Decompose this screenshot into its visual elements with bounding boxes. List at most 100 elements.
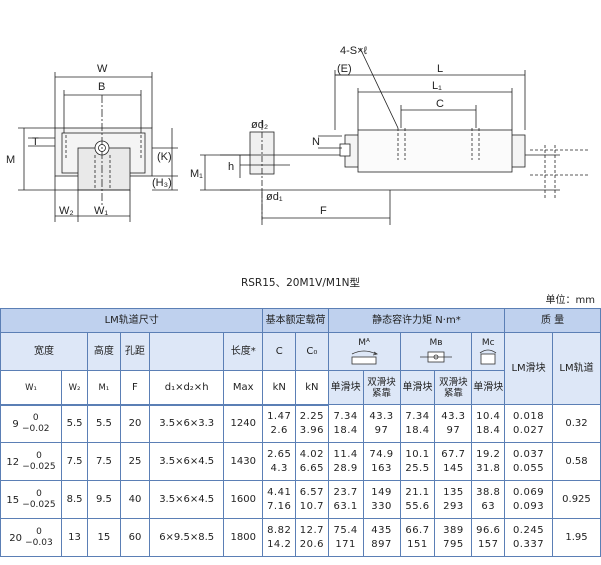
cell-max: 1240 <box>223 404 264 443</box>
cell-kgm: 0.32 <box>551 404 601 443</box>
header-row-2: 宽度 高度 孔距 长度* C C₀ Mᴬ Mʙ Mᴄ <box>0 332 601 405</box>
header-height: 高度 <box>87 332 121 371</box>
label-l1: L₁ <box>432 80 442 92</box>
label-d2: ød₂ <box>251 119 268 131</box>
label-b: B <box>98 81 105 93</box>
header-length: 长度* <box>223 332 264 371</box>
header-load-rating: 基本额定载荷 <box>262 308 329 333</box>
header-max: Max <box>223 370 264 406</box>
header-single-mb: 单滑块 <box>399 370 436 405</box>
label-l: L <box>437 63 443 75</box>
w1-value: 20 <box>9 532 26 544</box>
header-mb: Mʙ <box>399 332 473 371</box>
moment-mc-icon <box>479 350 497 365</box>
header-single-mc: 单滑块 <box>471 370 506 405</box>
cell-w1: 20 0−0.03 <box>0 518 62 557</box>
cell-f: 60 <box>119 518 151 557</box>
w1-tolerance: 0−0.025 <box>22 450 56 472</box>
label-e: (E) <box>337 63 352 75</box>
header-kn-1: kN <box>262 370 297 406</box>
cell-w1: 9 0−0.02 <box>0 404 62 443</box>
label-f: F <box>320 205 327 217</box>
moment-mb-icon <box>419 352 452 363</box>
label-w2: W₂ <box>59 205 74 217</box>
cell-f: 25 <box>119 442 151 481</box>
header-c: C <box>262 332 297 371</box>
cell-kgm: 0.58 <box>551 442 601 481</box>
label-n: N <box>312 136 320 148</box>
cell-kgm: 0.925 <box>551 480 601 519</box>
header-c0: C₀ <box>295 332 329 371</box>
header-single-ma: 单滑块 <box>327 370 364 405</box>
w1-tolerance: 0−0.025 <box>22 488 56 510</box>
header-kn-2: kN <box>295 370 329 406</box>
cell-d1d2h: 3.5×6×4.5 <box>149 442 225 481</box>
cell-m1: 9.5 <box>87 480 121 519</box>
header-double-ma: 双滑块紧靠 <box>362 370 401 405</box>
w1-tolerance: 0−0.03 <box>25 526 53 548</box>
cell-kgm: 1.95 <box>551 518 601 557</box>
header-mass: 质 量 <box>504 308 601 333</box>
header-w1: W₁ <box>0 370 62 406</box>
cell-m1: 7.5 <box>87 442 121 481</box>
header-mass-rail: LM轨道 <box>551 332 601 405</box>
moment-ma-icon <box>351 351 379 365</box>
header-d1d2h: d₁×d₂×h <box>149 370 225 406</box>
cell-m1: 5.5 <box>87 404 121 443</box>
cell-w1: 12 0−0.025 <box>0 442 62 481</box>
w1-tolerance: 0−0.02 <box>21 412 50 434</box>
header-pitch: 孔距 <box>119 332 151 371</box>
label-c: C <box>436 98 444 110</box>
header-width: 宽度 <box>0 332 89 371</box>
header-f: F <box>119 370 151 406</box>
cell-max: 1800 <box>223 518 264 557</box>
label-h: h <box>228 161 234 173</box>
cell-w2: 8.5 <box>60 480 89 519</box>
cell-d1d2h: 3.5×6×4.5 <box>149 480 225 519</box>
cell-d1d2h: 3.5×6×3.3 <box>149 404 225 443</box>
header-mass-block: LM滑块 <box>504 332 553 405</box>
technical-drawing: W B T M (K) (H₃) W₂ W₁ ød₂ h M₁ ød₁ F N … <box>0 0 601 270</box>
label-w: W <box>97 63 108 75</box>
label-d1: ød₁ <box>266 191 283 203</box>
cell-f: 20 <box>119 404 151 443</box>
header-static-moment: 静态容许力矩 N·m* <box>327 308 506 333</box>
header-double-mb: 双滑块紧靠 <box>434 370 473 405</box>
label-h3: (H₃) <box>152 177 172 189</box>
header-m1: M₁ <box>87 370 121 406</box>
header-blank <box>149 332 225 371</box>
label-w1: W₁ <box>94 205 108 217</box>
cell-d1d2h: 6×9.5×8.5 <box>149 518 225 557</box>
unit-label: 单位：mm <box>545 295 595 306</box>
header-lm-rail: LM轨道尺寸 <box>0 308 264 333</box>
header-mc: Mᴄ <box>471 332 506 371</box>
label-s: 4-S×ℓ <box>340 45 368 57</box>
label-m: M <box>6 154 15 166</box>
